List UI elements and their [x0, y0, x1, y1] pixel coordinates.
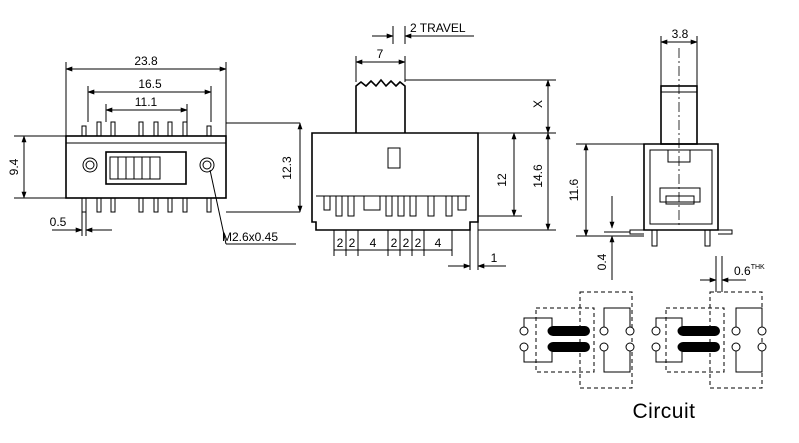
end-leg-right [718, 229, 733, 235]
dim-end-height: 11.6 [567, 178, 581, 201]
end-view: 3.8 11.6 0.4 0.6THK [567, 27, 765, 292]
circuit-caption: Circuit [632, 400, 695, 423]
actuator [355, 78, 406, 133]
circuit-contact-bar [678, 326, 720, 336]
dim-pin-span: 16.5 [138, 77, 162, 91]
pitch-label: 2 [349, 236, 356, 250]
circuit-contact-bar [548, 342, 590, 352]
dim-height: 9.4 [7, 158, 21, 175]
side-view: 12.3 2 2 4 2 2 [280, 21, 556, 270]
dim-travel: 2 TRAVEL [410, 21, 466, 35]
front-view: 23.8 16.5 11.1 9.4 0.5 M2.6x0.45 [7, 54, 300, 245]
side-window [387, 147, 401, 169]
slider-knob [109, 156, 161, 180]
dim-mount-hole: M2.6x0.45 [222, 230, 278, 244]
end-housing [643, 143, 719, 231]
front-top-pins [81, 121, 212, 137]
circuit-contact-bar [548, 326, 590, 336]
dim-pin-thickness: 0.6THK [734, 264, 765, 278]
pitch-label: 2 [391, 236, 398, 250]
circuit-group-left [519, 291, 635, 389]
pitch-label: 2 [337, 236, 344, 250]
pitch-label: 2 [415, 236, 422, 250]
dim-actuator-width: 7 [377, 47, 384, 61]
dim-inner-span: 11.1 [135, 95, 158, 109]
mount-hole-right [199, 157, 215, 173]
side-pins [323, 196, 467, 217]
pitch-label: 4 [435, 236, 442, 250]
dim-height-12: 12 [495, 173, 509, 187]
pitch-label: 2 [403, 236, 410, 250]
front-bottom-pins [81, 197, 212, 213]
dim-pin-end: 1 [491, 251, 498, 265]
dim-body-height: 12.3 [280, 156, 294, 180]
dim-height-total: 14.6 [531, 164, 545, 188]
circuit-group-right [651, 291, 767, 389]
dim-pin-offset: 0.5 [50, 215, 67, 229]
circuit-diagram: Circuit [519, 291, 767, 423]
mount-hole-leader [209, 169, 227, 245]
end-leg-left [629, 229, 644, 235]
slider-window [105, 151, 187, 185]
dim-actuator-thickness: 3.8 [672, 27, 689, 41]
dim-width-overall: 23.8 [134, 54, 158, 68]
thk-suffix: THK [751, 264, 765, 271]
dim-actuator-height: X [531, 100, 545, 108]
circuit-contact-bar [678, 342, 720, 352]
dim-bottom-offset: 0.4 [595, 253, 609, 270]
mount-hole-left [82, 157, 98, 173]
pitch-label: 4 [370, 236, 377, 250]
front-body-outline [65, 135, 227, 199]
